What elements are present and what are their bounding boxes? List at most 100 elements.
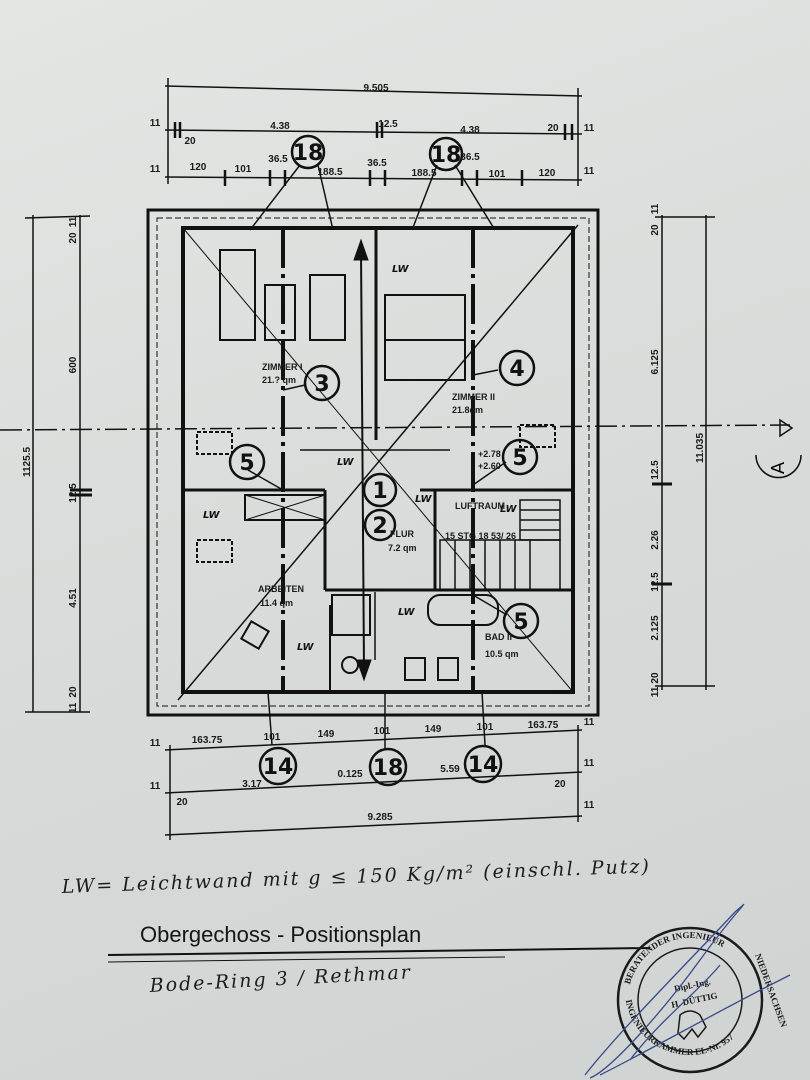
dim-label: 20 xyxy=(68,686,79,698)
dim-label: 188.5 xyxy=(411,168,436,179)
legend-note: LW= Leichtwand mit g ≤ 150 Kg/m² (einsch… xyxy=(60,855,651,898)
section-line xyxy=(0,424,791,431)
dim-overall-top: 9.505 xyxy=(363,83,388,94)
position-14: 14 xyxy=(263,755,294,780)
dim-label: 11 xyxy=(150,781,161,792)
dim-label: 36.5 xyxy=(460,152,480,163)
stamp-ring-top: BERATENDER INGENIEUR xyxy=(622,930,727,985)
room-area: 10.5 qm xyxy=(485,649,519,659)
dim-label: 11 xyxy=(68,702,79,713)
lw-label: LW xyxy=(415,494,433,505)
furniture xyxy=(196,249,556,681)
dim-label: 20 xyxy=(184,136,196,147)
position-5: 5 xyxy=(513,610,528,635)
bottom-dimension-lines xyxy=(164,691,583,840)
dim-label: 20 xyxy=(650,672,661,684)
dim-label: 188.5 xyxy=(317,167,342,178)
dim-label: 4.38 xyxy=(270,121,290,132)
dim-label: 120 xyxy=(539,168,556,179)
dim-label: 12.5 xyxy=(650,460,661,480)
dim-label: 101 xyxy=(374,726,391,737)
dim-label: 11 xyxy=(650,686,661,697)
dim-label: 101 xyxy=(264,732,281,743)
room-name: ARBEITEN xyxy=(258,584,304,594)
dim-label: 2.125 xyxy=(650,615,661,640)
staircase xyxy=(439,499,561,591)
position-1: 1 xyxy=(372,479,387,504)
position-2: 2 xyxy=(372,514,387,539)
dim-label: 11 xyxy=(584,800,595,811)
lw-label: LW xyxy=(500,504,518,515)
position-3: 3 xyxy=(314,372,329,397)
dim-label: 600 xyxy=(68,356,79,373)
dim-label: 11 xyxy=(150,738,161,749)
dim-label: 101 xyxy=(477,722,494,733)
left-dimension-lines xyxy=(24,215,92,713)
svg-text:BERATENDER INGENIEUR: BERATENDER INGENIEUR xyxy=(622,930,727,985)
position-18: 18 xyxy=(373,756,404,781)
dim-label: 4.51 xyxy=(68,588,79,608)
dim-overall-right: 11.035 xyxy=(695,433,706,463)
right-dimension-lines xyxy=(652,215,715,690)
dim-label: 5.59 xyxy=(440,764,460,775)
lw-label: LW xyxy=(297,642,315,653)
dim-label: 2.26 xyxy=(650,530,661,550)
title-underline xyxy=(107,956,506,963)
beam-lines xyxy=(281,228,475,692)
dim-label: 11 xyxy=(584,166,595,177)
position-markers xyxy=(228,134,540,787)
address-note: Bode-Ring 3 / Rethmar xyxy=(148,961,412,997)
dim-label: 36.5 xyxy=(367,158,387,169)
dim-label: 163.75 xyxy=(528,720,559,731)
position-leaders xyxy=(247,164,508,616)
dim-label: 163.75 xyxy=(192,735,223,746)
dim-label: 149 xyxy=(318,729,335,740)
top-dimension-lines xyxy=(164,78,583,186)
level-label: +2.78 xyxy=(478,449,501,459)
room-name: FLUR xyxy=(390,529,414,539)
dim-label: 120 xyxy=(190,162,207,173)
dim-label: 20 xyxy=(554,779,566,790)
dim-label: 12.5 xyxy=(378,119,398,130)
dim-label: 101 xyxy=(489,169,506,180)
dim-label: 0.125 xyxy=(337,769,362,780)
dim-overall-bottom: 9.285 xyxy=(367,812,392,823)
dim-label: 4.38 xyxy=(460,125,480,136)
stair-label: 15 STG 18 53/ 26 xyxy=(445,531,516,541)
dim-label: 11 xyxy=(68,216,79,227)
dim-overall-left: 1125.5 xyxy=(22,447,33,477)
room-area: 21.8qm xyxy=(452,405,483,415)
dim-label: 36.5 xyxy=(268,154,288,165)
lw-label: LW xyxy=(398,607,416,618)
building-outline xyxy=(146,208,600,717)
stamp-name-line1: Dipl.-Ing. xyxy=(673,976,711,993)
dim-label: 12.5 xyxy=(650,572,661,592)
lw-label: LW xyxy=(203,510,221,521)
position-5: 5 xyxy=(512,446,527,471)
dim-label: 20 xyxy=(68,232,79,244)
dim-label: 20 xyxy=(176,797,188,808)
dim-label: 20 xyxy=(650,224,661,236)
signature xyxy=(584,903,791,1079)
title-underline xyxy=(107,947,651,956)
dim-label: 3.17 xyxy=(242,779,262,790)
position-5: 5 xyxy=(239,451,254,476)
position-14: 14 xyxy=(468,753,499,778)
dim-label: 11 xyxy=(150,118,161,129)
lw-label: LW xyxy=(337,457,355,468)
room-name: BAD II xyxy=(485,632,512,642)
level-label: +2.60 xyxy=(478,461,501,471)
section-marker: A xyxy=(755,418,802,479)
dim-label: 6.125 xyxy=(650,349,661,374)
horse-emblem-icon xyxy=(677,1010,707,1041)
dim-label: 11 xyxy=(584,123,595,134)
room-name: ZIMMER II xyxy=(452,392,495,402)
engineer-stamp: BERATENDER INGENIEUR INGENIEURKAMMER EL-… xyxy=(616,926,789,1074)
room-area: 21.? qm xyxy=(262,375,296,385)
dim-label: 11 xyxy=(584,717,595,728)
position-18: 18 xyxy=(293,141,324,166)
dim-label: 20 xyxy=(547,123,559,134)
dim-label: 149 xyxy=(425,724,442,735)
